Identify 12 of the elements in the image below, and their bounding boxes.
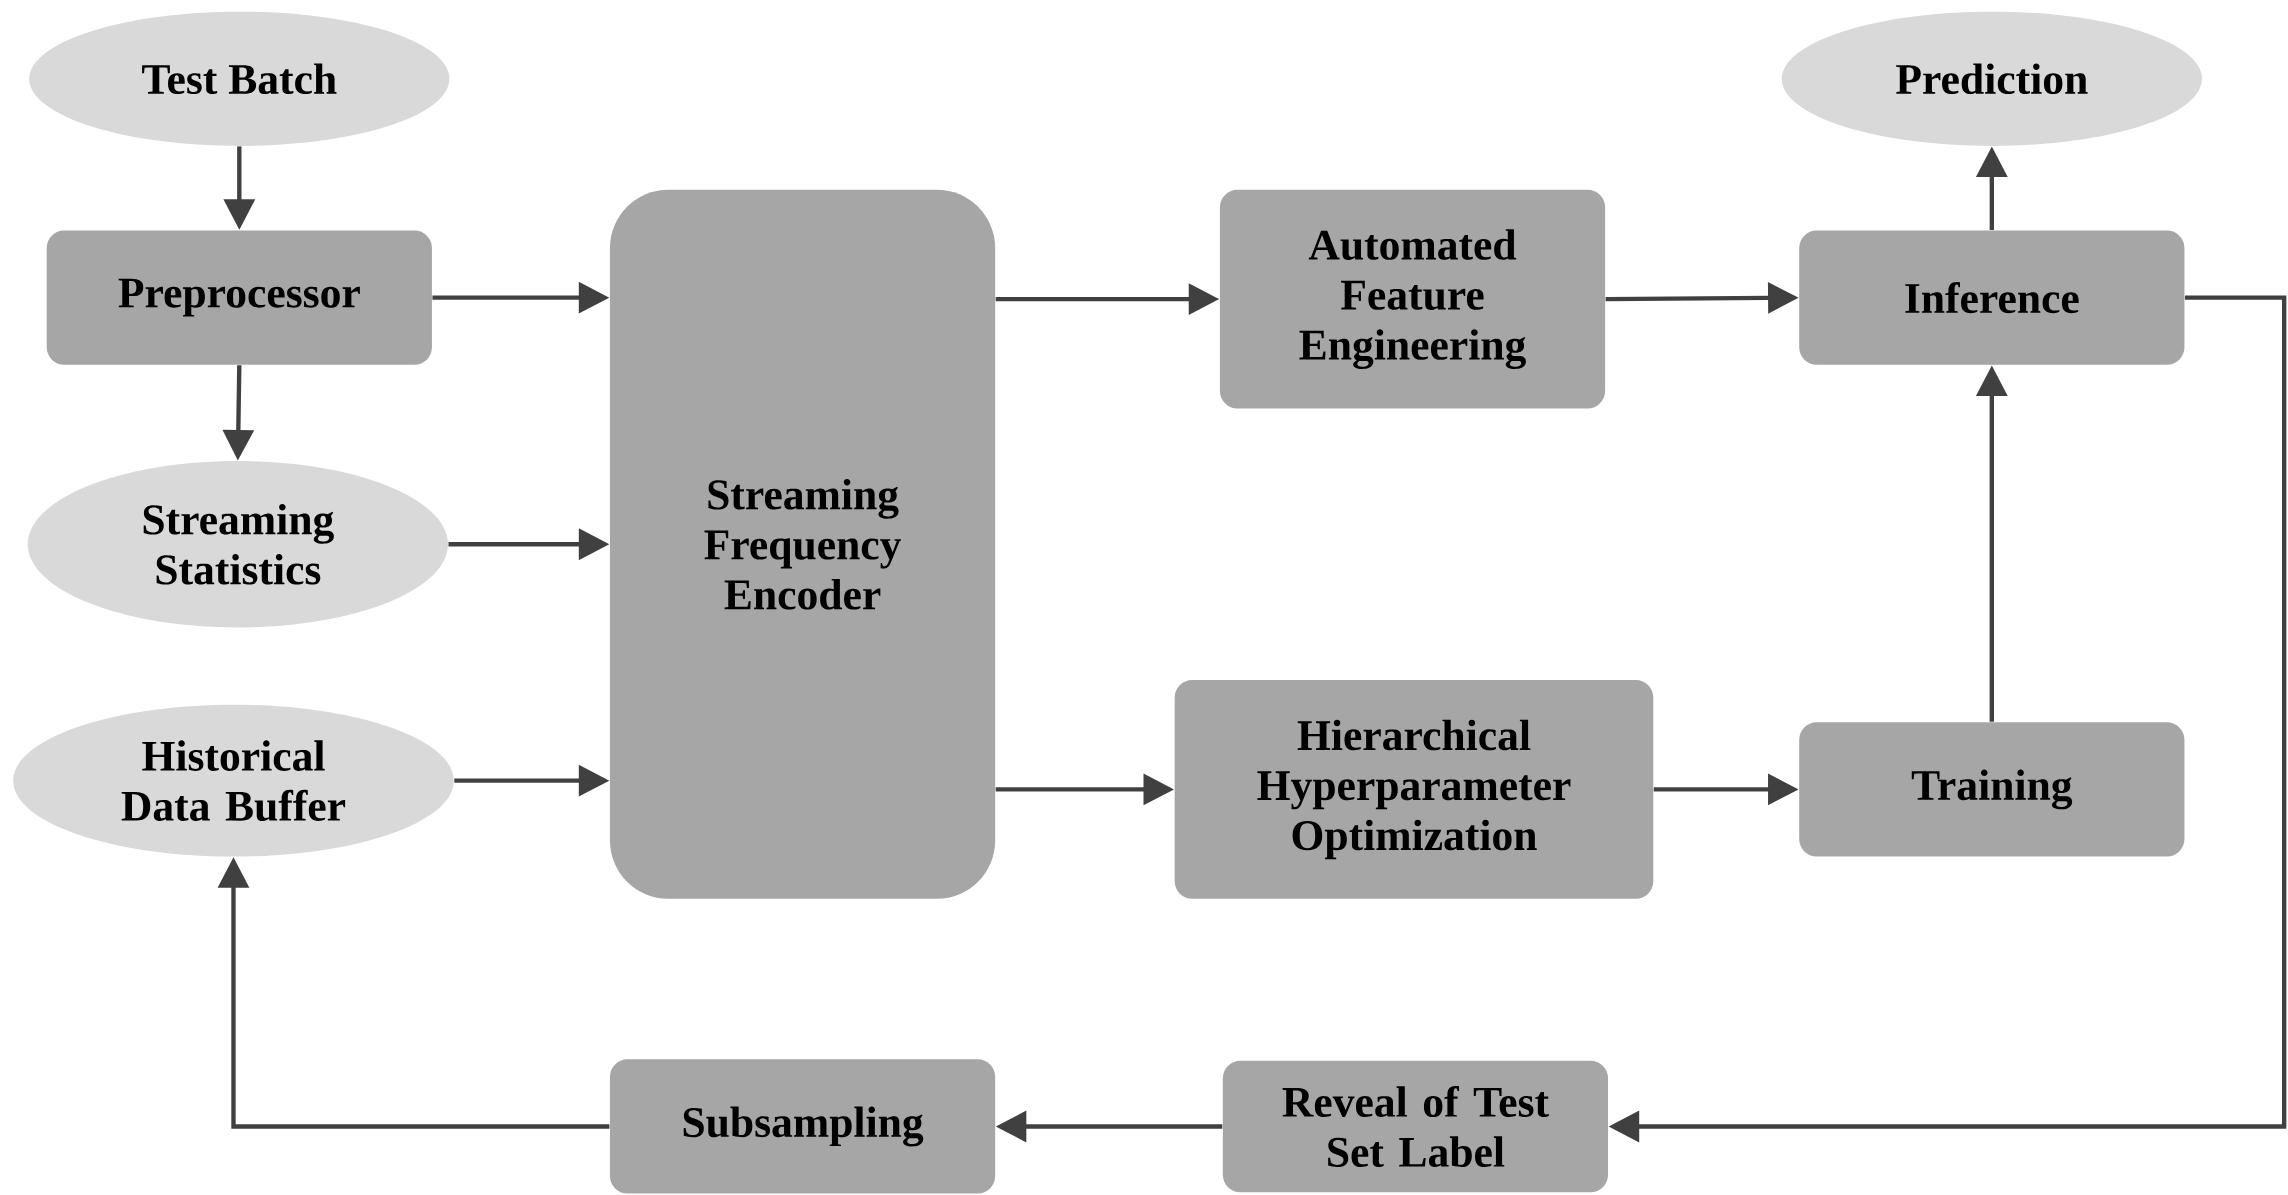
process-box: Subsampling — [609, 1059, 996, 1194]
process-box: Preprocessor — [46, 230, 432, 365]
ellipse-node: Historical Data Buffer — [13, 704, 454, 857]
ellipse-node: Streaming Statistics — [27, 461, 448, 628]
ellipse-node: Test Batch — [29, 11, 450, 146]
process-box: Training — [1799, 722, 2185, 857]
process-box: Reveal of Test Set Label — [1222, 1060, 1609, 1193]
process-box: Inference — [1799, 230, 2185, 365]
process-box: Hierarchical Hyperparameter Optimization — [1174, 679, 1654, 899]
ellipse-node: Prediction — [1781, 11, 2202, 146]
process-box: Automated Feature Engineering — [1219, 189, 1606, 409]
process-box: Streaming Frequency Encoder — [609, 189, 996, 899]
